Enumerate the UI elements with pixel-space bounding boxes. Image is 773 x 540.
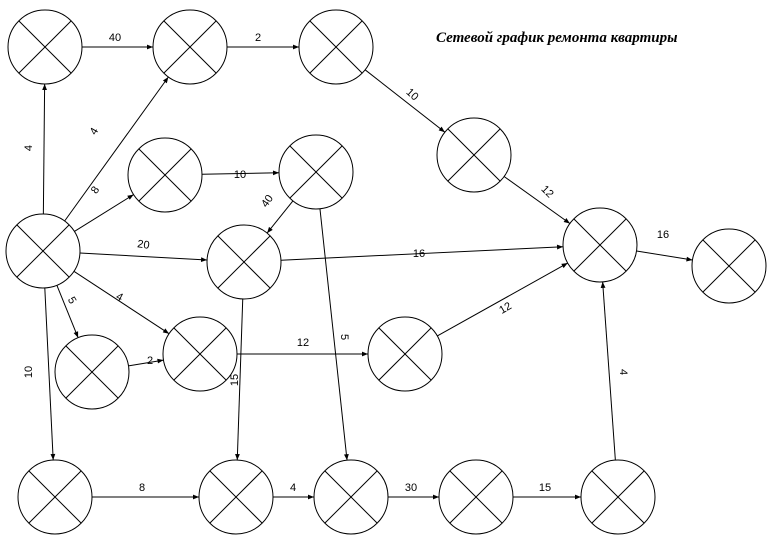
edge-label-n6-n7: 40	[259, 193, 276, 210]
node-cross-line	[138, 148, 192, 202]
edge-arrow-n3-n12	[73, 270, 170, 335]
edge-arrow-n3-n4	[74, 194, 134, 232]
edge-arrow-n7-n9	[280, 244, 564, 261]
edge-label-n3-n11: 5	[65, 295, 78, 306]
node-cross-line	[449, 470, 503, 524]
edge-arrow-n18-n9	[600, 281, 616, 461]
edge-label-n17-n18: 15	[539, 482, 551, 494]
event-node-n7	[206, 224, 282, 300]
edge-arrow-n11-n12	[128, 358, 164, 367]
edge-label-n18-n9: 4	[617, 369, 629, 375]
edge-label-n8-n9: 12	[539, 183, 556, 200]
edge-label-n9-n10: 16	[657, 229, 669, 241]
node-cross-line	[65, 345, 119, 399]
edge-label-n12-n13: 12	[297, 337, 309, 349]
edge-label-n7-n15: 15	[229, 374, 241, 386]
edge-label-n5-n8: 10	[403, 86, 420, 103]
edge-labels-layer: 4 40 2 4 10 8 10 40 20 12 16 16 5 4 2 12 12 10 8 15 5 4 30 15 4	[23, 32, 669, 494]
node-cross-line	[324, 470, 378, 524]
edge-label-n3-n4: 8	[89, 184, 102, 196]
edge-label-n4-n6: 10	[234, 169, 246, 181]
event-node-n16	[313, 459, 389, 535]
node-cross-line	[18, 20, 72, 74]
edge-label-n6-n16: 5	[338, 334, 350, 340]
edge-arrow-n3-n7	[79, 252, 208, 263]
edge-arrow-n9-n10	[636, 250, 693, 262]
event-node-n5	[298, 9, 374, 85]
edge-label-n3-n2: 4	[88, 126, 101, 137]
event-node-n11	[54, 334, 130, 410]
node-cross-line	[16, 224, 70, 278]
event-node-n6	[278, 134, 354, 210]
node-cross-line	[573, 218, 627, 272]
edge-label-n16-n17: 30	[405, 482, 417, 494]
node-cross-line	[28, 470, 82, 524]
node-cross-line	[163, 20, 217, 74]
edge-arrow-n3-n11	[56, 285, 79, 338]
node-cross-line	[591, 470, 645, 524]
node-cross-line	[217, 235, 271, 289]
node-cross-line	[447, 128, 501, 182]
event-node-n1	[7, 9, 83, 85]
edge-arrow-n3-n14	[44, 287, 56, 461]
edge-label-n11-n12: 2	[147, 355, 153, 367]
event-node-n12	[162, 316, 238, 392]
edge-label-n1-n2: 40	[109, 32, 121, 44]
edge-arrow-n3-n2	[64, 76, 169, 222]
node-cross-line	[378, 327, 432, 381]
node-cross-line	[173, 327, 227, 381]
nodes-layer	[5, 9, 767, 535]
edge-arrow-n4-n6	[201, 170, 280, 176]
edge-label-n3-n7: 20	[137, 238, 151, 252]
edge-arrow-n6-n16	[319, 208, 349, 461]
event-node-n15	[198, 459, 274, 535]
edge-arrow-n5-n8	[364, 69, 446, 133]
edge-label-n2-n5: 2	[255, 32, 261, 44]
edge-label-n13-n9: 12	[497, 300, 514, 317]
edge-label-n7-n9: 16	[413, 248, 425, 260]
edge-label-n3-n14: 10	[23, 366, 35, 378]
diagram-title: Сетевой график ремонта квартиры	[436, 30, 678, 46]
event-node-n4	[127, 137, 203, 213]
event-node-n8	[436, 117, 512, 193]
node-cross-line	[289, 145, 343, 199]
event-node-n13	[367, 316, 443, 392]
event-node-n14	[17, 459, 93, 535]
edge-label-n3-n12: 4	[114, 291, 125, 304]
edge-arrow-n3-n1	[42, 83, 47, 215]
event-node-n17	[438, 459, 514, 535]
edge-label-n14-n15: 8	[139, 482, 145, 494]
event-node-n9	[562, 207, 638, 283]
edges-layer	[42, 44, 693, 500]
node-cross-line	[309, 20, 363, 74]
edge-arrow-n6-n7	[266, 200, 294, 234]
event-node-n3	[5, 213, 81, 289]
edge-arrow-n13-n9	[437, 262, 568, 337]
node-cross-line	[702, 239, 756, 293]
node-cross-line	[209, 470, 263, 524]
event-node-n18	[580, 459, 656, 535]
edge-label-n15-n16: 4	[290, 482, 296, 494]
edge-arrow-n8-n9	[503, 176, 571, 224]
edge-label-n3-n1: 4	[23, 145, 35, 151]
event-node-n2	[152, 9, 228, 85]
edge-arrow-n7-n15	[235, 298, 244, 461]
event-node-n10	[691, 228, 767, 304]
